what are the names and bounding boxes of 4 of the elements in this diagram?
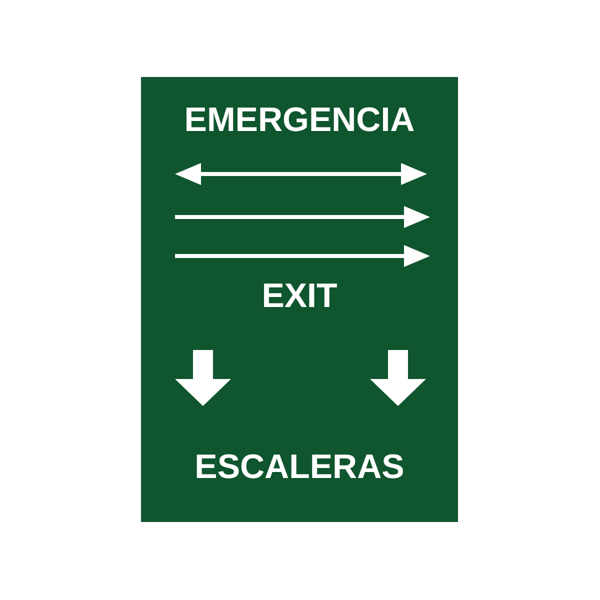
sign-text: ESCALERAS [194, 447, 406, 487]
sign-text: EMERGENCIA [183, 100, 416, 140]
sign-text: EXIT [260, 276, 338, 316]
sign-panel [141, 77, 458, 522]
